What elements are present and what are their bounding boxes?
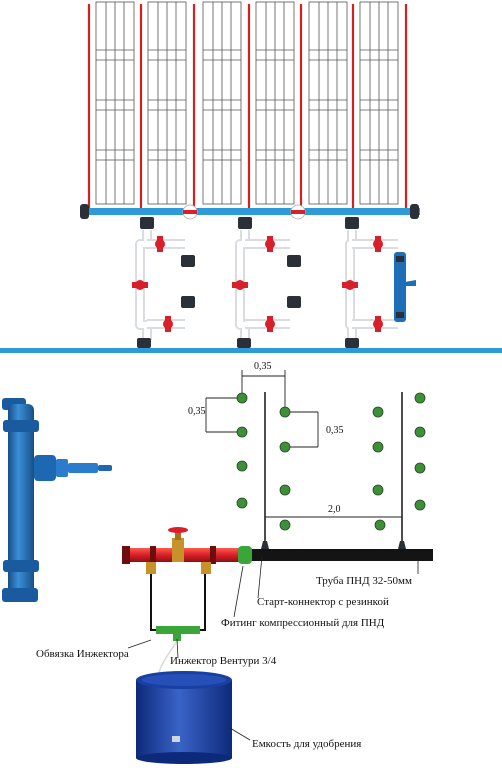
injector-bypass — [150, 574, 206, 631]
injector-header — [122, 527, 240, 574]
valve-assembly-3 — [342, 230, 416, 348]
bed-frames — [95, 1, 399, 205]
label-venturi-injector: Инжектор Вентури 3/4 — [170, 655, 277, 667]
spacing-dimensions — [205, 370, 402, 518]
plants — [236, 392, 426, 531]
dimension-bed-spacing: 2,0 — [328, 504, 341, 515]
pipe-fittings — [80, 204, 419, 229]
pipe-valves — [182, 204, 306, 220]
leader-lines — [127, 555, 419, 741]
main-supply-pipe — [0, 348, 502, 353]
venturi-injector-picture — [2, 398, 112, 602]
label-injector-bypass: Обвязка Инжектора — [36, 648, 129, 660]
dimension-plant-spacing-2: 0,35 — [326, 425, 344, 436]
label-compression-fitting: Фитинг компрессионный для ПНД — [221, 617, 385, 629]
hdpe-pipe — [240, 549, 433, 561]
drip-lines — [87, 4, 408, 208]
dimension-row-spacing: 0,35 — [254, 361, 272, 372]
fertilizer-tank — [136, 671, 232, 764]
distribution-pipe — [80, 208, 420, 215]
start-connectors — [261, 541, 406, 549]
bed-drip-lines — [264, 392, 403, 548]
label-fertilizer-tank: Емкость для удобрения — [252, 738, 362, 750]
label-hdpe-pipe: Труба ПНД 32-50мм — [316, 575, 412, 587]
compression-fitting — [238, 546, 252, 564]
label-start-connector: Старт-коннектор с резинкой — [257, 596, 389, 608]
venturi-suction-port — [173, 634, 181, 641]
top-scheme — [0, 1, 502, 353]
valve-assembly-1 — [132, 230, 195, 348]
venturi-injector-body — [156, 626, 200, 634]
dimension-plant-spacing: 0,35 — [188, 406, 206, 417]
valve-assembly-2 — [232, 230, 301, 348]
